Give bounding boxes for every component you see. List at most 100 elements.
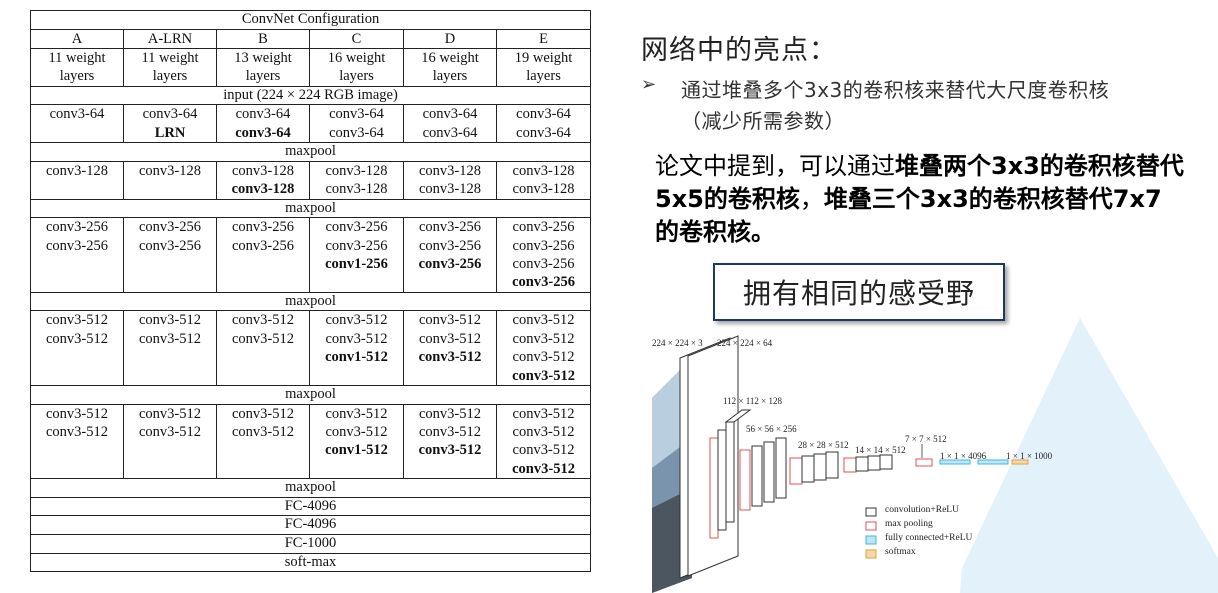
layer-name: conv3-128	[512, 181, 575, 198]
layer-name: conv3-512	[45, 312, 108, 329]
layer-name: conv3-512	[138, 424, 201, 441]
table-title: ConvNet Configuration	[29, 10, 592, 30]
maxpool-cell: maxpool	[29, 478, 592, 498]
layer-name: conv3-128	[512, 162, 575, 179]
pool5-block	[915, 458, 933, 467]
classifier-cell-row: FC-1000	[29, 534, 592, 554]
layer-name: conv3-64	[329, 106, 384, 123]
label-pool5-size: 7 × 7 × 512	[905, 434, 947, 444]
highlight-paragraph: 论文中提到，可以通过堆叠两个3x3的卷积核替代5x5的卷积核，堆叠三个3x3的卷…	[655, 150, 1185, 249]
column-header: C	[309, 28, 404, 50]
bullet-arrow-icon: ➢	[641, 74, 657, 95]
layer-name: conv3-256	[231, 219, 294, 236]
layer-name: conv3-64	[235, 106, 291, 123]
label-conv5-size: 14 × 14 × 512	[855, 445, 906, 455]
layer-name: conv3-512	[325, 405, 388, 422]
layer-name: conv3-512	[418, 330, 481, 347]
column-header: B	[216, 28, 310, 50]
layer-name: conv3-64	[49, 106, 105, 123]
layer-name: conv3-512	[138, 330, 201, 347]
layer-name: conv3-512	[138, 312, 201, 329]
layer-name: conv3-512	[231, 312, 294, 329]
input-row-cell: input (224 × 224 RGB image)	[29, 85, 592, 106]
layer-name: conv3-512	[418, 424, 481, 441]
maxpool-cell: maxpool	[29, 142, 592, 162]
depth-line: layers	[432, 68, 468, 85]
layer-cell: conv3-64	[30, 104, 124, 144]
classifier-cell: soft-max	[29, 552, 592, 573]
layer-cell: conv3-128	[123, 160, 217, 200]
layer-name: conv3-512	[512, 442, 575, 459]
layer-cell: conv3-512 conv3-512	[216, 403, 310, 480]
depth-line: 11 weight	[141, 50, 199, 66]
layer-name: conv3-512	[512, 349, 575, 366]
depth-line: 16 weight	[421, 50, 479, 66]
layer-name: conv1-512	[325, 442, 388, 459]
layer-name: conv3-64	[516, 124, 571, 141]
paragraph-5x5-claim: 堆叠两个3x3的卷积核替代5x5的卷积核	[655, 152, 1184, 213]
layer-name: conv3-256	[325, 219, 388, 236]
page-heading: 网络中的亮点：	[641, 35, 837, 66]
label-conv1-size: 224 × 224 × 64	[717, 338, 773, 348]
layer-name: conv1-512	[325, 349, 388, 366]
conv5-block	[843, 454, 893, 473]
layer-name: conv3-512	[325, 424, 388, 441]
layer-name: conv3-256	[231, 237, 294, 254]
column-header: D	[403, 28, 497, 50]
maxpool-cell-row: maxpool	[29, 142, 592, 162]
layer-name: conv3-128	[325, 162, 388, 179]
layer-name: conv3-512	[512, 424, 575, 441]
layer-name: conv3-512	[138, 405, 201, 422]
layer-name: conv3-512	[418, 312, 481, 329]
layer-name: conv3-512	[231, 424, 294, 441]
layer-name: conv3-512	[325, 312, 388, 329]
depth-line: layers	[59, 68, 95, 85]
conv3-block	[739, 437, 787, 511]
layer-name: conv3-256	[512, 237, 575, 254]
layer-name: conv3-128	[231, 162, 294, 179]
classifier-cell: FC-4096	[29, 515, 592, 536]
label-fc3-size: 1 × 1 × 1000	[1006, 451, 1053, 461]
layer-name: conv3-64	[142, 106, 198, 123]
layer-cell: conv3-512 conv3-512	[123, 403, 217, 480]
layer-name: conv3-64	[329, 124, 384, 141]
layer-name: conv3-128	[418, 181, 481, 198]
depth-line: 11 weight	[48, 50, 106, 66]
depth-line: layers	[339, 68, 374, 85]
layer-name: conv3-256	[512, 274, 575, 291]
depth-line: layers	[526, 68, 561, 85]
layer-name: conv1-256	[325, 256, 388, 273]
layer-name: conv3-128	[231, 181, 295, 198]
layer-name: conv3-512	[418, 349, 482, 366]
bullet-note: （减少所需参数）	[681, 109, 845, 133]
fc3-block	[1011, 459, 1029, 465]
depth-line: 16 weight	[327, 50, 386, 66]
layer-name: conv3-512	[45, 330, 108, 347]
column-header: A	[30, 28, 124, 50]
maxpool-cell: maxpool	[29, 198, 592, 219]
layer-name: conv3-512	[418, 405, 481, 422]
layer-name: conv3-64	[422, 124, 478, 141]
layer-cell: conv3-128	[30, 160, 124, 200]
layer-name: conv3-128	[45, 162, 108, 179]
table-title-row: ConvNet Configuration	[29, 10, 592, 30]
layer-name: conv3-512	[231, 405, 294, 422]
layer-name: conv3-256	[138, 219, 201, 236]
depth-cell: 16 weight layers	[403, 48, 497, 87]
